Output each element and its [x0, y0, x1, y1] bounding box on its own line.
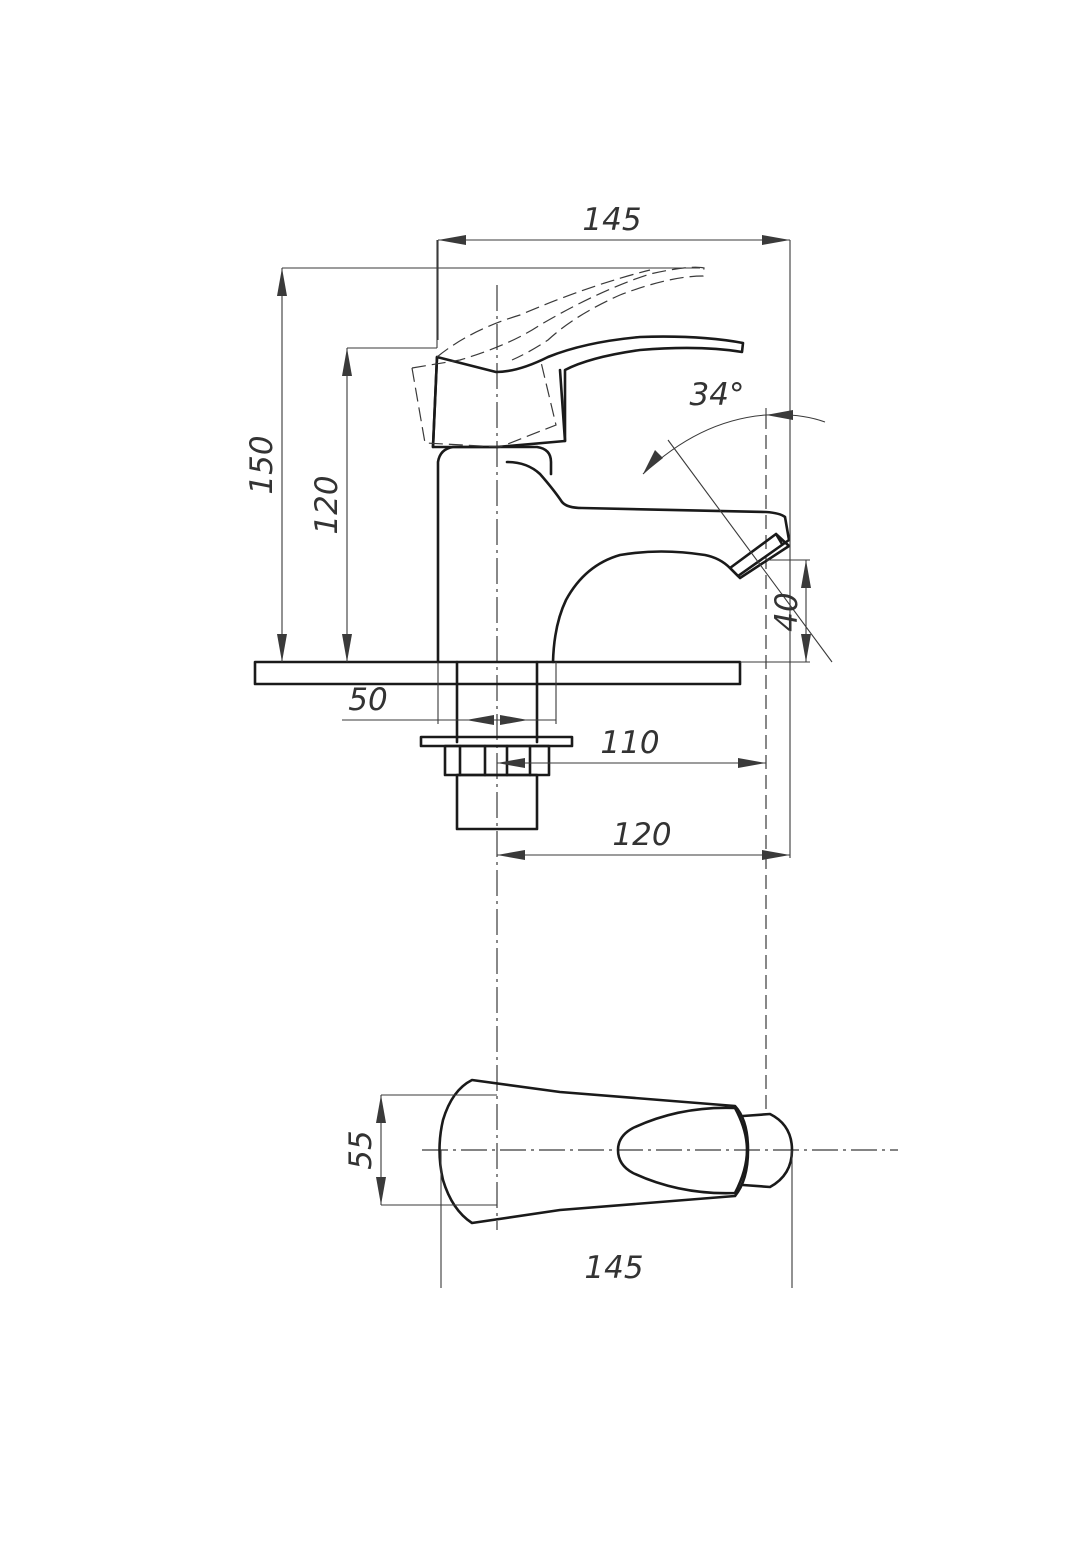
angle-arc: [642, 414, 826, 475]
label-plan-length: 145: [584, 1250, 643, 1286]
plan-lever-outline: [616, 1106, 749, 1195]
dim-top-width: [437, 235, 791, 858]
dim-plan-length: [440, 1150, 793, 1288]
lever-handle-block: [431, 355, 567, 449]
dim-spout-height: [740, 559, 811, 663]
label-spout-reach: 120: [612, 817, 671, 853]
spout-aerator: [728, 532, 791, 580]
dim-plan-width: [376, 1094, 497, 1206]
label-plan-width: 55: [343, 1130, 379, 1169]
label-spout-height: 40: [769, 592, 805, 631]
angle-arrow-right: [766, 410, 793, 420]
faucet-spout: [505, 460, 791, 664]
dim-total-height: [277, 267, 700, 662]
label-base-width: 50: [348, 682, 387, 718]
threaded-shank: [419, 660, 574, 831]
plan-view: 55 145: [343, 1078, 898, 1288]
faucet-body: [436, 445, 553, 664]
spout-angle-line: [667, 439, 833, 663]
dim-base-width: [342, 662, 557, 725]
dim-lever-height: [342, 240, 438, 662]
plan-body-outline: [438, 1078, 750, 1225]
label-lever-angle: 34°: [690, 377, 745, 413]
lever-handle-raised: [411, 266, 705, 448]
angle-arrow-left: [643, 450, 663, 474]
label-mount-offset: 110: [600, 725, 659, 761]
label-lever-height: 120: [309, 475, 345, 534]
lever-handle: [431, 335, 745, 449]
mounting-plate: [253, 660, 742, 686]
side-elevation-view: 145 150 120 34° 40 50 110 120: [244, 202, 833, 1230]
label-total-height: 150: [244, 435, 280, 494]
label-top-width: 145: [582, 202, 641, 238]
dim-spout-reach: [497, 850, 790, 860]
dim-mount-offset: [497, 758, 766, 768]
